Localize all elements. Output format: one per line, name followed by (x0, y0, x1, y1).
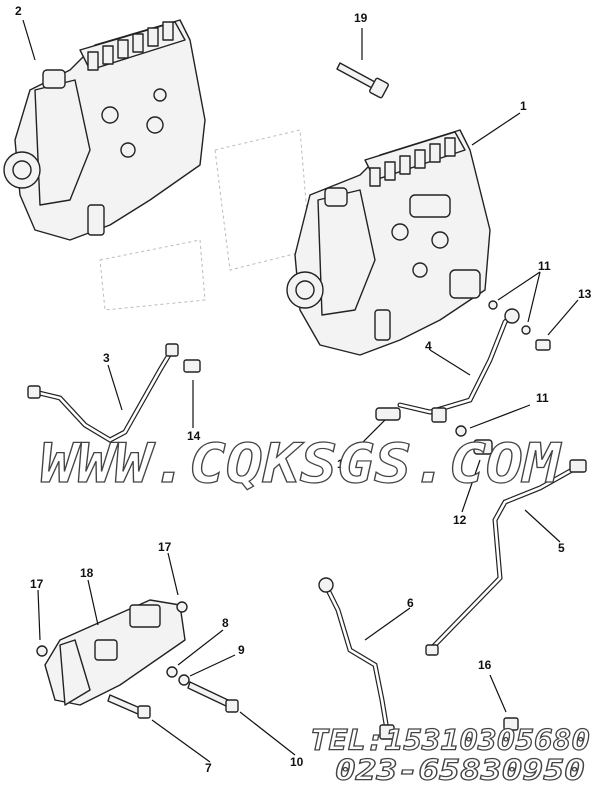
faint-background-sketch (99, 129, 311, 311)
callout-9: 9 (238, 643, 245, 657)
callout-19: 19 (354, 11, 368, 25)
callout-17-right: 17 (158, 540, 172, 554)
callout-5: 5 (558, 541, 565, 555)
callout-6: 6 (407, 596, 414, 610)
leader-lines (22, 19, 579, 763)
pump-2-nozzle-row (87, 21, 174, 71)
callout-3: 3 (103, 351, 110, 365)
callout-labels: 2 19 1 11 13 4 3 14 11 1 12 5 6 17 17 18… (15, 4, 592, 775)
bolt-10 (187, 681, 239, 713)
injection-pump-1 (286, 129, 491, 356)
washer-17-left (36, 645, 48, 657)
washer-11-middle (455, 425, 467, 437)
watermark-site: WWW.CQKSGS.COM (39, 432, 563, 496)
callout-1-lower: 1 (337, 457, 344, 471)
fitting-14 (183, 359, 201, 373)
bolt-7 (107, 694, 151, 719)
callout-16: 16 (478, 658, 492, 672)
bolt-19 (336, 62, 389, 99)
callout-14: 14 (187, 429, 201, 443)
callout-11-middle: 11 (536, 391, 549, 405)
bolt-13 (535, 339, 551, 351)
callout-17-left: 17 (30, 577, 44, 591)
washer-9 (178, 674, 190, 686)
callout-4: 4 (425, 339, 432, 353)
watermark-tel-text: TEL:15310305680 (310, 724, 590, 757)
fuel-line-3 (27, 343, 179, 443)
callout-13: 13 (578, 287, 592, 301)
fuel-line-4 (397, 308, 520, 423)
washer-11-lower (521, 325, 531, 335)
callout-1-upper: 1 (520, 99, 527, 113)
washer-8 (166, 666, 178, 678)
callout-8: 8 (222, 616, 229, 630)
fuel-line-6 (318, 577, 395, 740)
injection-pump-2 (3, 19, 206, 241)
fitting-16 (503, 717, 519, 731)
callout-10: 10 (290, 755, 304, 769)
bracket-18 (44, 599, 186, 706)
watermark-phone-text: 023-65830950 (335, 754, 585, 787)
pump-1-nozzle-row (369, 137, 456, 187)
callout-18: 18 (80, 566, 94, 580)
fitting-12 (473, 439, 493, 455)
watermark-site-text: WWW.CQKSGS.COM (40, 432, 563, 495)
callout-7: 7 (205, 761, 212, 775)
callout-2: 2 (15, 4, 22, 18)
watermark-contact: TEL:15310305680 023-65830950 (309, 723, 590, 787)
callout-11-upper: 11 (538, 259, 551, 273)
fitting-1-lower (375, 407, 401, 421)
fuel-line-5 (425, 459, 587, 656)
washer-11-upper (488, 300, 498, 310)
callout-12: 12 (453, 513, 467, 527)
washer-17-right (176, 601, 188, 613)
